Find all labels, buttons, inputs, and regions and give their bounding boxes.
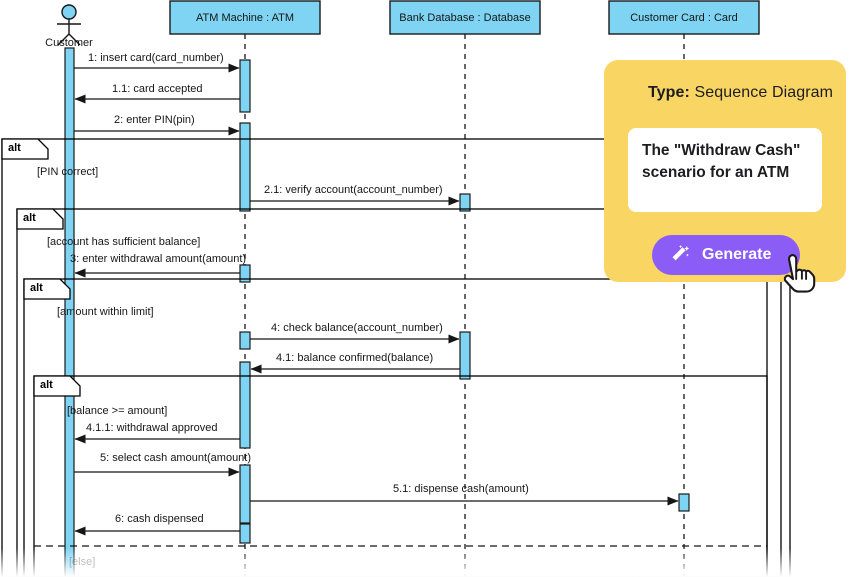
- message-label-m51: 5.1: dispense cash(amount): [393, 483, 529, 495]
- lifeline-label-card: Customer Card : Card: [630, 12, 738, 24]
- alt-fragment-label: alt: [8, 142, 21, 154]
- alt-fragment-label: alt: [40, 379, 53, 391]
- alt-fragments: [1, 138, 791, 577]
- bottom-fade: [0, 548, 864, 577]
- prompt-text: The "Withdraw Cash" scenario for an ATM: [642, 142, 801, 181]
- message-label-m11: 1.1: card accepted: [112, 83, 203, 95]
- message-label-m4: 4: check balance(account_number): [271, 322, 443, 334]
- diagram-type-row: Type: Sequence Diagram: [648, 84, 833, 102]
- message-label-m6: 6: cash dispensed: [115, 513, 204, 525]
- alt-guard-condition: [amount within limit]: [57, 306, 154, 318]
- message-arrows: [74, 63, 679, 536]
- alt-guard-condition: [PIN correct]: [37, 166, 99, 178]
- message-label-m5: 5: select cash amount(amount): [100, 452, 252, 464]
- message-label-m2: 2: enter PIN(pin): [114, 114, 195, 126]
- actor-customer-icon: [57, 4, 81, 46]
- type-prefix-label: Type:: [648, 84, 690, 101]
- generate-button[interactable]: Generate: [652, 235, 800, 275]
- message-label-m21: 2.1: verify account(account_number): [264, 184, 443, 196]
- generate-button-label: Generate: [702, 246, 772, 263]
- prompt-input[interactable]: The "Withdraw Cash" scenario for an ATM: [628, 128, 822, 212]
- actor-label-customer: Customer: [45, 37, 93, 49]
- alt-fragment-label: alt: [30, 282, 43, 294]
- else-guard-condition: [else]: [69, 556, 96, 568]
- message-label-m411: 4.1.1: withdrawal approved: [86, 422, 218, 434]
- message-label-m1: 1: insert card(card_number): [88, 52, 224, 64]
- lifeline-label-db: Bank Database : Database: [399, 12, 531, 24]
- message-label-m41: 4.1: balance confirmed(balance): [276, 352, 434, 364]
- alt-guard-condition: [balance >= amount]: [67, 405, 168, 417]
- magic-wand-icon: [672, 245, 690, 261]
- type-value-label: Sequence Diagram: [694, 84, 834, 101]
- alt-guard-condition: [account has sufficient balance]: [47, 236, 201, 248]
- lifeline-headers: [169, 0, 760, 35]
- alt-fragment-label: alt: [23, 212, 36, 224]
- lifeline-label-atm: ATM Machine : ATM: [195, 12, 294, 24]
- activation-bars: [64, 47, 690, 577]
- message-label-m3: 3: enter withdrawal amount(amount): [70, 253, 247, 265]
